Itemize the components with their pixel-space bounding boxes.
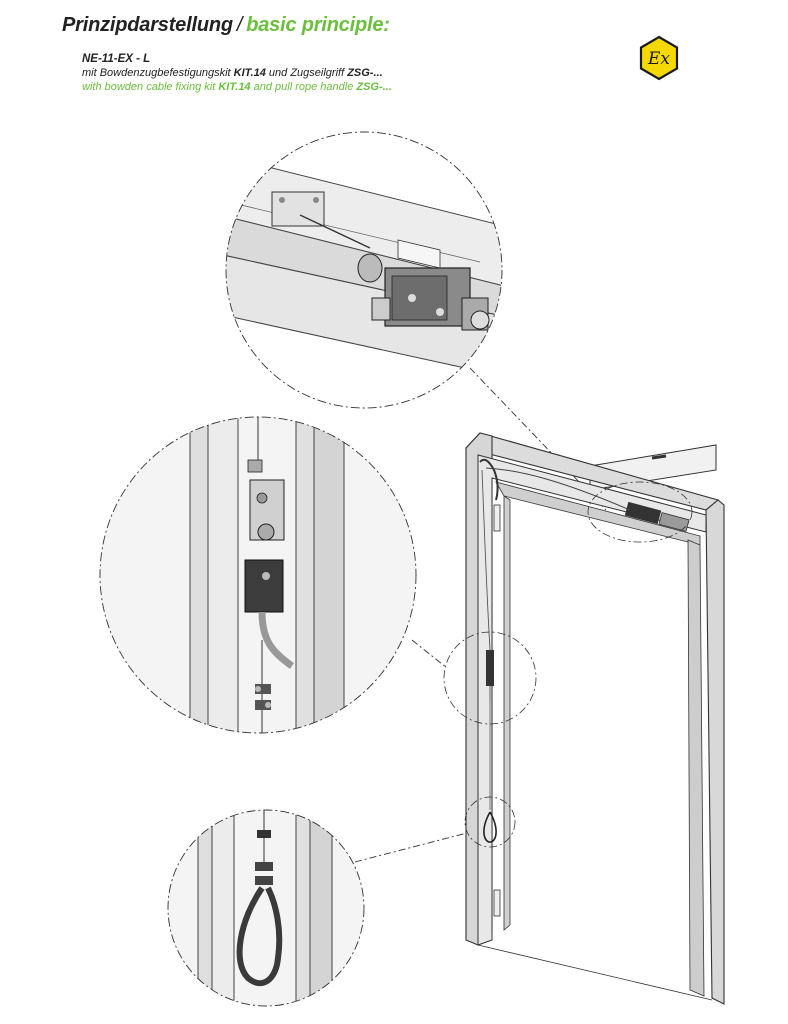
door-leaf-latch — [651, 454, 667, 460]
page-title: Prinzipdarstellung/basic principle: — [62, 14, 390, 37]
detail-marker-handle — [464, 796, 516, 848]
desc-de-handle: ZSG-... — [347, 67, 383, 79]
floor-line — [477, 944, 713, 1001]
product-description: NE-11-EX - L mit Bowdenzugbefestigungski… — [82, 52, 392, 94]
frame-rebate-right — [687, 539, 705, 997]
leader-line-bottom — [354, 832, 468, 863]
door-assembly — [464, 432, 725, 1005]
cable-top — [485, 467, 631, 511]
leader-lines — [354, 367, 607, 863]
release-switch-small — [486, 650, 494, 686]
limit-switch — [244, 559, 284, 613]
bowden-cable — [481, 469, 491, 700]
title-separator: / — [236, 14, 243, 36]
description-german: mit Bowdenzugbefestigungskit KIT.14 und … — [82, 66, 392, 80]
fixing-bracket — [479, 458, 499, 501]
detail-marker-drive — [587, 481, 693, 543]
pull-handle-small — [483, 811, 497, 843]
leader-line-top — [469, 367, 607, 511]
drive-cover — [658, 512, 690, 532]
drive-unit — [624, 501, 662, 525]
ex-hazard-icon: Ex — [639, 35, 679, 81]
frame-rebate-left — [503, 495, 511, 931]
desc-en-prefix: with bowden cable fixing kit — [82, 81, 219, 93]
detail-circle-middle — [99, 416, 417, 734]
desc-de-kit: KIT.14 — [233, 67, 266, 79]
desc-de-mid: und Zugseilgriff — [265, 67, 348, 79]
detail-markers — [443, 481, 693, 848]
frame-right-outer — [705, 499, 725, 1005]
product-model: NE-11-EX - L — [82, 53, 151, 65]
detail-marker-switch — [443, 631, 537, 725]
title-german: Prinzipdarstellung — [62, 14, 233, 36]
ex-icon-label: Ex — [647, 49, 670, 69]
title-english: basic principle: — [246, 14, 390, 36]
desc-en-kit: KIT.14 — [218, 81, 251, 93]
desc-en-mid: and pull rope handle — [250, 81, 357, 93]
detail-circle-top — [225, 131, 503, 409]
desc-en-handle: ZSG-... — [356, 81, 392, 93]
description-english: with bowden cable fixing kit KIT.14 and … — [82, 80, 392, 94]
desc-de-prefix: mit Bowdenzugbefestigungskit — [82, 67, 234, 79]
detail-circle-bottom — [167, 809, 365, 1007]
pull-rope-handle — [236, 886, 283, 987]
hinge-upper — [493, 504, 501, 532]
hinge — [493, 889, 501, 917]
leader-line-mid — [411, 639, 448, 669]
